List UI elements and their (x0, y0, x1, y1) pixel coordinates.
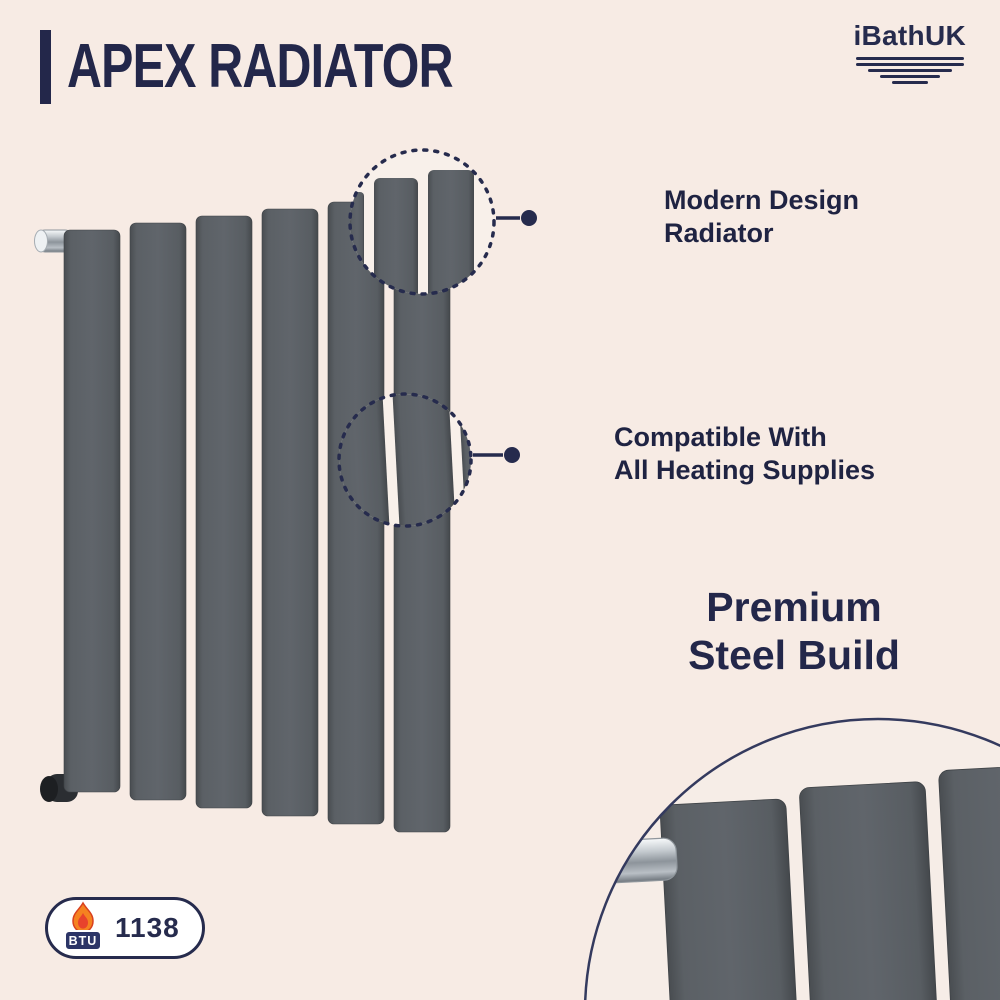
callout-line: Compatible With (614, 422, 827, 452)
btu-emblem: BTU (64, 901, 102, 951)
callout-line: All Heating Supplies (614, 455, 876, 486)
brand-logo-text: iBathUK (853, 20, 966, 51)
btu-badge: BTU 1138 (45, 897, 205, 959)
feature-line: Premium (706, 584, 882, 630)
brand-logo: iBathUK (853, 20, 966, 84)
callout-dot-middle (504, 447, 520, 463)
radiator-panel (63, 229, 121, 793)
btu-label: BTU (69, 934, 98, 948)
page-title: APEX RADIATOR (67, 32, 454, 101)
callout-line: Radiator (664, 218, 774, 249)
callout-line: Modern Design (664, 185, 860, 215)
callout-modern-design: Modern Design Radiator (664, 184, 859, 251)
brand-logo-lines-icon (853, 57, 966, 84)
radiator-panel (261, 208, 319, 817)
title-accent-bar (40, 30, 51, 104)
header: APEX RADIATOR (40, 30, 562, 104)
zoom-callout-circle-top (348, 148, 537, 296)
feature-premium-steel: Premium Steel Build (635, 583, 953, 680)
flame-icon-inner (78, 913, 88, 929)
callout-dot-top (521, 210, 537, 226)
btu-value: 1138 (115, 912, 180, 943)
zoom-detail-circle-bottom-right (584, 717, 1000, 1000)
feature-line: Steel Build (688, 632, 900, 679)
callout-compatible: Compatible With All Heating Supplies (614, 421, 875, 488)
radiator-panel (195, 215, 253, 809)
radiator-panel (129, 222, 187, 801)
btu-label-box (64, 930, 102, 951)
